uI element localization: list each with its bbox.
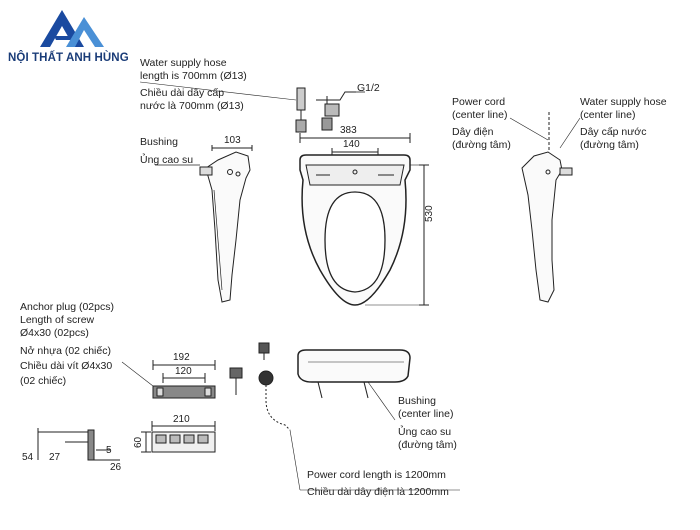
dim-60: 60 [133, 436, 144, 448]
cord-length-label-en: Power cord length is 1200mm [307, 469, 446, 481]
anchor-label-vi-1: Nở nhựa (02 chiếc) [20, 345, 111, 357]
power-cord-label-vi-2: (đường tâm) [452, 139, 511, 151]
g12-label: G1/2 [357, 82, 380, 94]
water-right-label-vi-1: Dây cấp nước [580, 126, 647, 138]
dim-530: 530 [424, 205, 435, 222]
anchor-label-en-1: Anchor plug (02pcs) [20, 301, 114, 313]
bushing2-label-en-2: (center line) [398, 408, 454, 420]
anchor-label-vi-2: Chiều dài vít Ø4x30 [20, 360, 113, 372]
dim-192: 192 [173, 352, 190, 363]
side-view-right [509, 112, 581, 303]
anchor-label-en-2: Length of screw [20, 314, 95, 326]
dim-27: 27 [49, 452, 61, 463]
top-view-seat [139, 81, 429, 306]
water-right-label-vi-2: (đường tâm) [580, 139, 639, 151]
small-parts [229, 342, 291, 431]
anchor-plug-view [121, 360, 216, 399]
bushing2-label-vi-1: Ủng cao su [398, 426, 452, 438]
power-cord-label-vi-1: Dây điện [452, 126, 494, 138]
bushing-label-vi: Ủng cao su [140, 154, 194, 166]
dim-210: 210 [173, 414, 190, 425]
power-cord-label-en-1: Power cord [452, 96, 506, 108]
dim-103: 103 [224, 135, 241, 146]
water-hose-label-en-1: Water supply hose [140, 57, 227, 69]
bracket-plate-view [141, 421, 216, 453]
brand-name: NỘI THẤT ANH HÙNG [8, 52, 129, 64]
dim-140: 140 [343, 139, 360, 150]
dim-5: 5 [106, 445, 112, 456]
water-hose-label-vi-1: Chiều dài dây cấp [140, 87, 225, 99]
dim-383: 383 [340, 125, 357, 136]
dim-120: 120 [175, 366, 192, 377]
bushing-label-en: Bushing [140, 136, 178, 148]
dim-54: 54 [22, 452, 34, 463]
bushing2-label-en-1: Bushing [398, 395, 436, 407]
water-right-label-en-1: Water supply hose [580, 96, 667, 108]
water-right-label-en-2: (center line) [580, 109, 636, 121]
cord-length-label-vi: Chiều dài dây điện là 1200mm [307, 486, 449, 498]
power-cord-label-en-2: (center line) [452, 109, 508, 121]
water-hose-label-vi-2: nước là 700mm (Ø13) [140, 100, 244, 112]
water-hose-label-en-2: length is 700mm (Ø13) [140, 70, 247, 82]
anchor-label-en-3: Ø4x30 (02pcs) [20, 327, 89, 339]
side-view-left [155, 145, 253, 303]
dim-26: 26 [110, 462, 122, 473]
anh-hung-logo [40, 10, 104, 47]
bracket-side-view [37, 428, 120, 461]
bushing2-label-vi-2: (đường tâm) [398, 439, 457, 451]
lid-view [289, 349, 460, 491]
anchor-label-vi-3: (02 chiếc) [20, 375, 67, 387]
